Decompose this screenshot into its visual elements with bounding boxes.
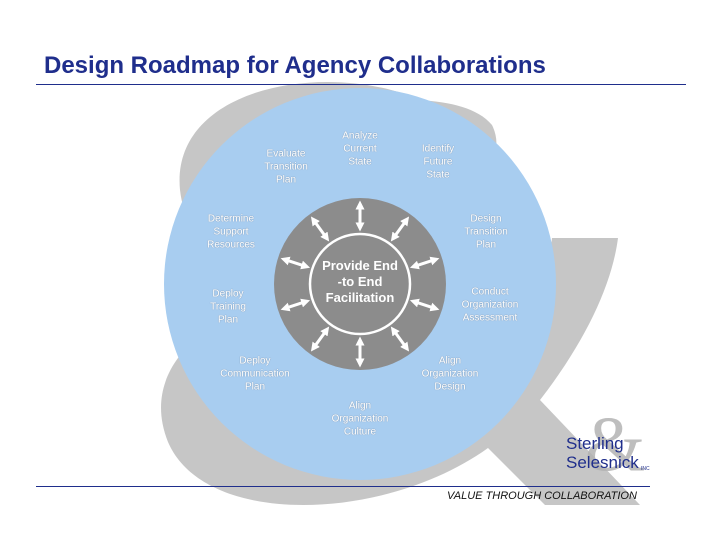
spoke-arrow: [409, 256, 440, 270]
spoke-arrow: [390, 216, 410, 242]
spoke-arrow: [390, 326, 410, 352]
step-align-organization-design: Align Organization Design: [421, 355, 479, 393]
spoke-arrow: [409, 298, 440, 312]
spokes: [280, 200, 440, 368]
brand-line2: Selesnick: [566, 453, 639, 472]
svg-text:&: &: [585, 408, 646, 480]
brand-ampersand-icon: &: [585, 408, 646, 480]
tagline: VALUE THROUGH COLLABORATION: [447, 490, 637, 502]
step-analyze-current-state: Analyze Current State: [342, 130, 378, 168]
step-conduct-organization-assessment: Conduct Organization Assessment: [461, 286, 519, 324]
slide-title: Design Roadmap for Agency Collaborations: [44, 52, 546, 79]
footer-divider: [36, 486, 650, 487]
spoke-arrow: [280, 256, 311, 270]
brand-name: Sterling Selesnick: [566, 434, 639, 472]
step-identify-future-state: Identify Future State: [421, 143, 455, 181]
step-determine-support-resources: Determine Support Resources: [207, 213, 255, 251]
brand-inc: INC: [641, 466, 650, 472]
step-deploy-communication-plan: Deploy Communication Plan: [220, 355, 290, 393]
title-divider: [36, 84, 686, 85]
spoke-arrow: [310, 216, 330, 242]
brand-line1: Sterling: [566, 434, 624, 453]
step-deploy-training-plan: Deploy Training Plan: [210, 288, 246, 326]
center-label: Provide End -to End Facilitation: [322, 258, 398, 305]
step-design-transition-plan: Design Transition Plan: [464, 213, 508, 251]
step-align-organization-culture: Align Organization Culture: [331, 400, 389, 438]
spoke-arrow: [310, 326, 330, 352]
center-circle: [308, 232, 412, 336]
step-evaluate-transition-plan: Evaluate Transition Plan: [264, 148, 308, 186]
spoke-arrow: [280, 298, 311, 312]
